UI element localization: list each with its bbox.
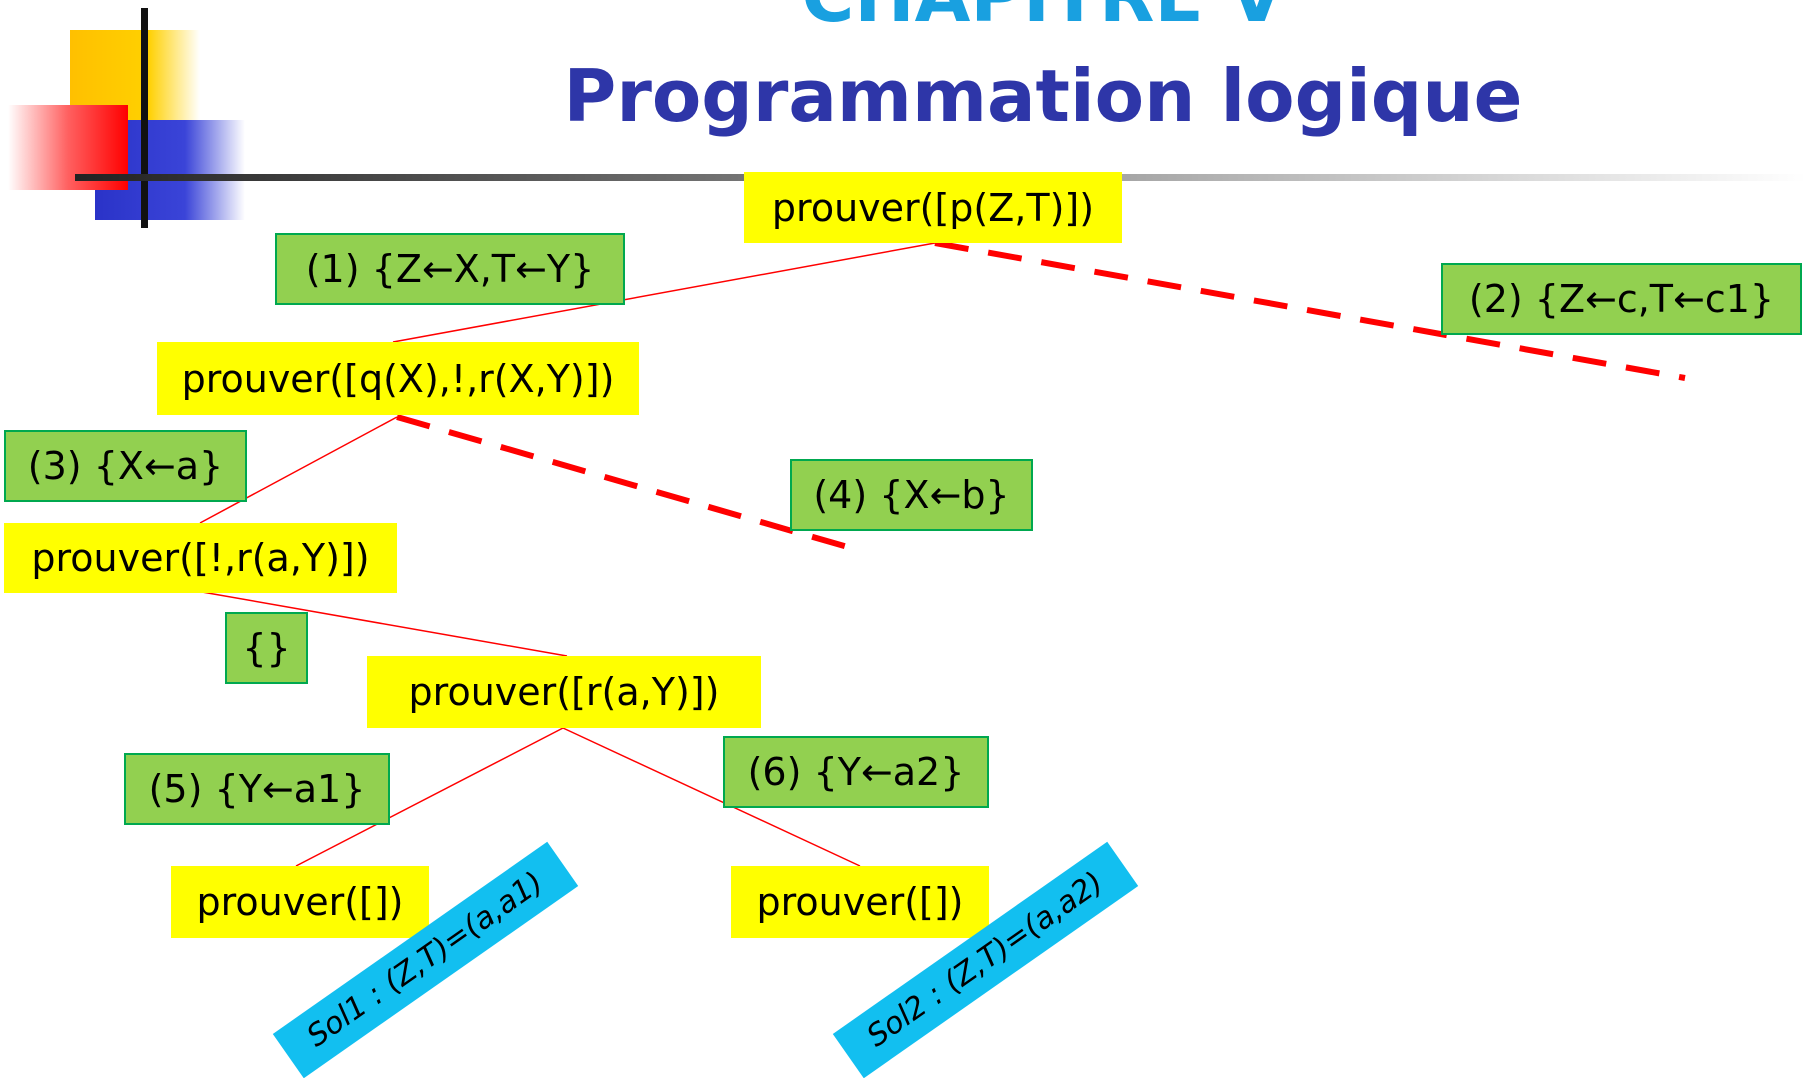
edge-q-to-cut <box>199 416 398 524</box>
goal-node-leaf-left: prouver([]) <box>171 866 429 938</box>
edge-root-to-q <box>392 242 936 343</box>
substitution-4: (4) {X←b} <box>790 459 1033 531</box>
substitution-6: (6) {Y←a2} <box>723 736 989 808</box>
substitution-2: (2) {Z←c,T←c1} <box>1441 263 1802 335</box>
logo-vertical-line <box>141 8 148 228</box>
goal-node-root: prouver([p(Z,T)]) <box>744 172 1122 243</box>
slide-logo <box>8 8 245 228</box>
edge-cut-to-r <box>201 591 568 657</box>
edge-r-to-leaf-left <box>295 727 564 867</box>
substitution-3: (3) {X←a} <box>4 430 247 502</box>
goal-node-leaf-right: prouver([]) <box>731 866 989 938</box>
goal-node-r: prouver([r(a,Y)]) <box>367 656 761 728</box>
edge-r-to-leaf-right <box>562 727 861 867</box>
substitution-5: (5) {Y←a1} <box>124 753 390 825</box>
edge-q-to-branch4-cut <box>396 414 859 553</box>
substitution-1: (1) {Z←X,T←Y} <box>275 233 625 305</box>
substitution-empty: {} <box>225 612 308 684</box>
goal-node-q: prouver([q(X),!,r(X,Y)]) <box>157 342 639 415</box>
chapter-title: CHAPITRE V <box>0 0 1806 32</box>
goal-node-cut: prouver([!,r(a,Y)]) <box>4 523 397 593</box>
edge-root-to-branch2-cut <box>934 240 1686 381</box>
slide-title: Programmation logique <box>563 54 1523 138</box>
